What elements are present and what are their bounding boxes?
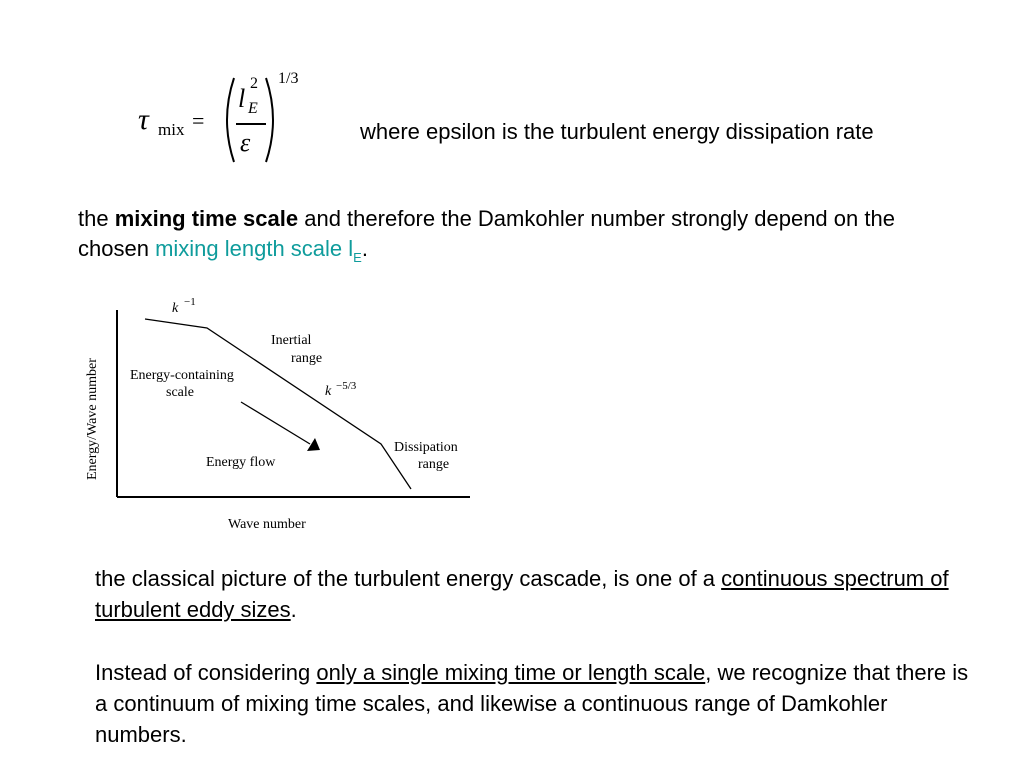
exponent: 1/3 bbox=[278, 70, 299, 87]
para1-text-1: the bbox=[78, 206, 115, 231]
para3-text-2: , we recognize that there is a continuum… bbox=[95, 660, 969, 747]
paragraph-continuum: Instead of considering only a single mix… bbox=[95, 657, 975, 750]
energy-flow-label: Energy flow bbox=[206, 455, 276, 470]
k-minus-five-thirds-base: k bbox=[325, 384, 332, 399]
para1-bold: mixing time scale bbox=[114, 206, 299, 231]
energy-flow-arrowhead bbox=[307, 438, 320, 451]
para1-highlight-sub: E bbox=[353, 250, 362, 265]
paragraph-energy-cascade: the classical picture of the turbulent e… bbox=[95, 563, 975, 625]
paragraph-mixing-time-scale: the mixing time scale and therefore the … bbox=[78, 204, 958, 273]
para1-highlight: mixing length scale lE bbox=[155, 236, 362, 265]
k-minus-1-base: k bbox=[172, 301, 179, 316]
dissipation-label-1: Dissipation bbox=[394, 440, 458, 455]
dissipation-label-2: range bbox=[418, 457, 449, 472]
para1-highlight-text: mixing length scale l bbox=[155, 236, 354, 261]
k-minus-five-thirds-exponent: −5/3 bbox=[336, 380, 357, 392]
inertial-label-1: Inertial bbox=[271, 333, 312, 348]
energy-spectrum-figure: Energy/Wave number Wave number k −1 Iner… bbox=[85, 296, 470, 532]
parentheses bbox=[226, 77, 274, 163]
mixing-time-equation: τ mix = l 2 E ε 1/3 bbox=[138, 70, 318, 170]
energy-flow-arrow-shaft bbox=[240, 401, 311, 445]
para1-end: . bbox=[361, 236, 368, 261]
spectrum-curve bbox=[144, 318, 412, 490]
para2-end: . bbox=[290, 597, 297, 622]
para3-text-1: Instead of considering bbox=[95, 660, 317, 685]
tau-subscript: mix bbox=[158, 120, 185, 139]
equals-sign: = bbox=[192, 108, 205, 133]
length-scale-symbol: l bbox=[238, 84, 246, 113]
equation-note: where epsilon is the turbulent energy di… bbox=[360, 119, 874, 144]
length-scale-superscript: 2 bbox=[250, 75, 258, 92]
para2-text: the classical picture of the turbulent e… bbox=[95, 566, 722, 591]
x-axis-label: Wave number bbox=[228, 517, 306, 532]
energy-containing-label-1: Energy-containing bbox=[130, 368, 234, 383]
fraction-bar bbox=[236, 123, 266, 125]
para2-underlined: continuous spectrum of turbulent eddy si… bbox=[95, 566, 949, 622]
epsilon-symbol: ε bbox=[240, 128, 251, 157]
tau-symbol: τ bbox=[138, 103, 149, 136]
para1-text-2: and therefore the Damkohler number stron… bbox=[78, 206, 895, 261]
length-scale-subscript: E bbox=[248, 100, 258, 117]
energy-containing-label-2: scale bbox=[166, 385, 194, 400]
y-axis-label: Energy/Wave number bbox=[85, 358, 100, 480]
k-minus-1-exponent: −1 bbox=[184, 296, 196, 308]
para3-underlined: only a single mixing time or length scal… bbox=[316, 660, 706, 685]
inertial-label-2: range bbox=[291, 351, 322, 366]
